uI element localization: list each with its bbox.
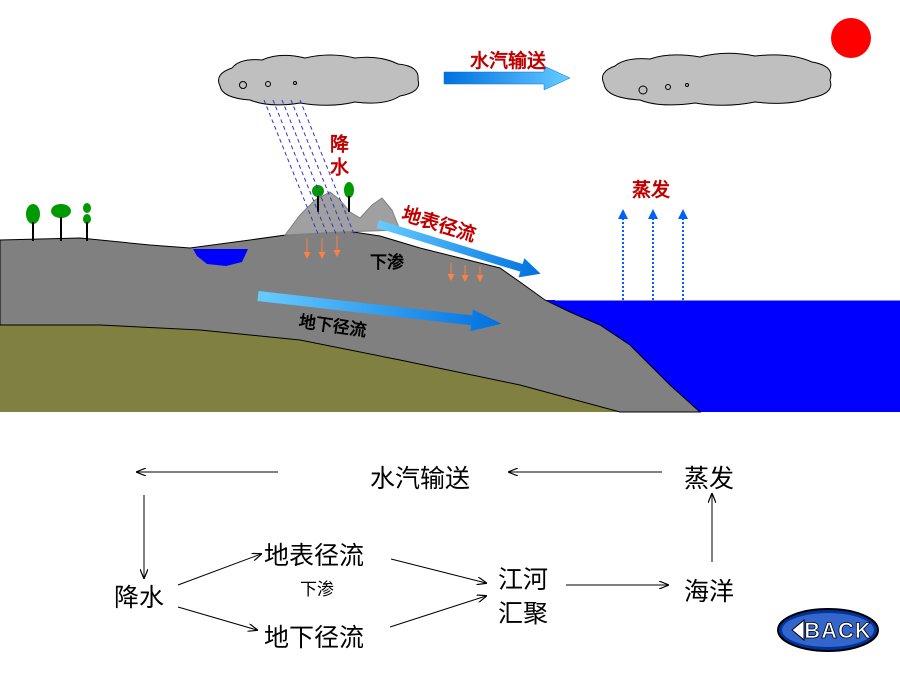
precipitation-lines xyxy=(263,99,355,235)
label-evaporation-scene: 蒸发 xyxy=(632,179,671,201)
infiltration-arrows xyxy=(303,236,484,282)
flow-vapor-transport: 水汽输送 xyxy=(370,464,471,493)
flow-evaporation: 蒸发 xyxy=(684,464,735,493)
sun-icon xyxy=(831,18,871,58)
ground-layer xyxy=(0,229,702,413)
label-precipitation-scene: 降水 xyxy=(327,134,349,180)
cloud-right-icon xyxy=(601,52,832,106)
tree-icon xyxy=(83,203,91,241)
flow-surface-runoff: 地表径流 xyxy=(264,541,365,570)
flowchart-arrows xyxy=(137,472,712,630)
tree-icon xyxy=(26,204,40,241)
back-button-label: BACK xyxy=(804,618,872,643)
arrow-precip-to-ground xyxy=(177,606,257,630)
back-button[interactable]: BACK xyxy=(776,607,880,653)
cloud-left-icon xyxy=(218,54,420,106)
back-arrow-icon xyxy=(791,618,805,642)
flow-ocean: 海洋 xyxy=(684,577,735,606)
flow-rivers-converge: 江河 汇聚 xyxy=(498,565,549,628)
vapor-transport-arrow xyxy=(443,65,571,91)
flow-groundwater-runoff: 地下径流 xyxy=(264,623,365,652)
groundwater-runoff-arrow xyxy=(257,291,502,332)
flow-precipitation: 降水 xyxy=(114,583,165,612)
back-button-graphic: BACK xyxy=(777,608,879,652)
surface-runoff-arrow xyxy=(376,220,541,278)
sea xyxy=(520,300,900,412)
tree-icon xyxy=(312,185,324,212)
arrow-precip-to-surface xyxy=(177,554,261,586)
label-infiltration-scene: 下渗 xyxy=(370,253,404,273)
flow-infiltration: 下渗 xyxy=(300,580,334,600)
arrow-surface-to-river xyxy=(390,558,486,583)
label-vapor-transport-scene: 水汽输送 xyxy=(470,50,547,72)
lake xyxy=(193,249,248,266)
tree-icon xyxy=(51,204,71,241)
tree-icon xyxy=(344,182,354,212)
arrow-ground-to-river xyxy=(389,596,486,628)
bedrock-layer xyxy=(0,325,620,412)
